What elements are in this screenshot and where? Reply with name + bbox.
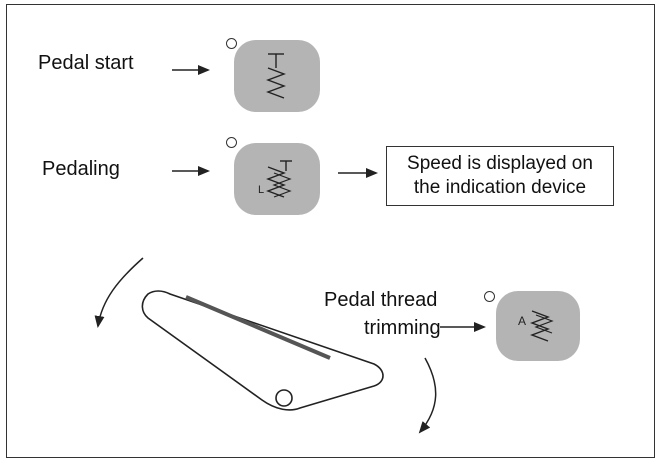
indicator-lamp-pedaling bbox=[226, 137, 237, 148]
label-pedal-thread-trimming-line2: trimming bbox=[364, 317, 441, 339]
curved-arrow-forward bbox=[94, 257, 144, 328]
chip-trim-mark: A bbox=[518, 314, 526, 328]
curved-arrow-back bbox=[418, 357, 437, 434]
pedal-pivot bbox=[275, 389, 293, 407]
indicator-lamp-trim bbox=[484, 291, 495, 302]
speed-info-line2: the indication device bbox=[413, 177, 587, 198]
indicator-lamp-start bbox=[226, 38, 237, 49]
pedaling-switch-icon: L bbox=[234, 143, 320, 215]
speed-info-box: Speed is displayed on the indication dev… bbox=[386, 146, 614, 206]
pedal-start-switch-icon: I bbox=[234, 40, 320, 112]
chip-pedaling-side-mark: L bbox=[258, 184, 264, 196]
pedal-pad-strip bbox=[185, 295, 331, 360]
label-pedal-thread-trimming-line1: Pedal thread bbox=[324, 289, 438, 311]
thread-trimming-switch-icon: A bbox=[496, 291, 580, 361]
label-pedal-start: Pedal start bbox=[38, 52, 134, 74]
speed-info-line1: Speed is displayed on bbox=[407, 153, 593, 174]
label-pedaling: Pedaling bbox=[42, 158, 120, 180]
pedal-outline bbox=[141, 290, 384, 411]
